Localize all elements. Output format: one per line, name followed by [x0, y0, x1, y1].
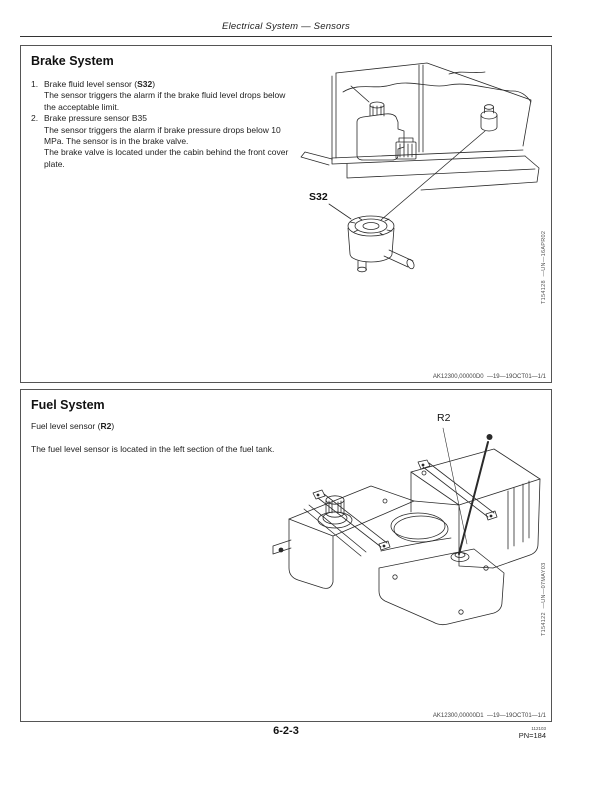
footer-right-block: 112103 PN=184 — [519, 726, 546, 740]
item-title: Brake fluid level sensor (S32) — [44, 79, 156, 89]
brake-item-list: 1. Brake fluid level sensor (S32) The se… — [31, 79, 299, 170]
brake-figure-caption: T154128 —UN—16APR02 — [541, 230, 547, 304]
pn-number: PN=184 — [518, 731, 546, 740]
print-code: 112103 — [531, 726, 546, 731]
page-number: 6-2-3 — [273, 725, 299, 737]
fuel-section-code: AK12300,00000D1 —19—19OCT01—1/1 — [432, 713, 546, 719]
fuel-body-text: The fuel level sensor is located in the … — [31, 444, 275, 454]
item-text: The sensor triggers the alarm if the bra… — [44, 90, 286, 112]
list-item-number: 1. — [31, 79, 39, 89]
fuel-sensor-line: Fuel level sensor (R2) — [31, 421, 115, 431]
item-title: Brake pressure sensor B35 — [44, 113, 147, 124]
brake-section-code: AK12300,00000D0 —19—19OCT01—1/1 — [432, 374, 546, 380]
item-text: The brake valve is located under the cab… — [44, 147, 289, 169]
list-item-number: 2. — [31, 113, 39, 124]
item-text: The sensor triggers the alarm if brake p… — [44, 124, 281, 147]
fuel-section-heading: Fuel System — [31, 398, 105, 412]
brake-system-section: Brake System 1. Brake fluid level sensor… — [20, 45, 552, 383]
list-item-body: Brake pressure sensor B35 The sensor tri… — [44, 113, 296, 170]
list-item-body: Brake fluid level sensor (S32) The senso… — [44, 79, 296, 113]
list-item: 2. Brake pressure sensor B35 The sensor … — [31, 113, 299, 170]
fuel-figure-label: R2 — [437, 412, 451, 424]
list-item: 1. Brake fluid level sensor (S32) The se… — [31, 79, 299, 113]
page-header-title: Electrical System — Sensors — [222, 21, 350, 32]
header-rule — [20, 36, 552, 37]
brake-section-heading: Brake System — [31, 54, 114, 68]
fuel-tank-figure — [272, 427, 541, 626]
brake-cab-figure — [300, 62, 540, 273]
fuel-figure-caption: T154122 —UN—07MAY03 — [541, 562, 547, 636]
fuel-system-section: Fuel System Fuel level sensor (R2) The f… — [20, 389, 552, 722]
brake-figure-label: S32 — [309, 191, 328, 203]
